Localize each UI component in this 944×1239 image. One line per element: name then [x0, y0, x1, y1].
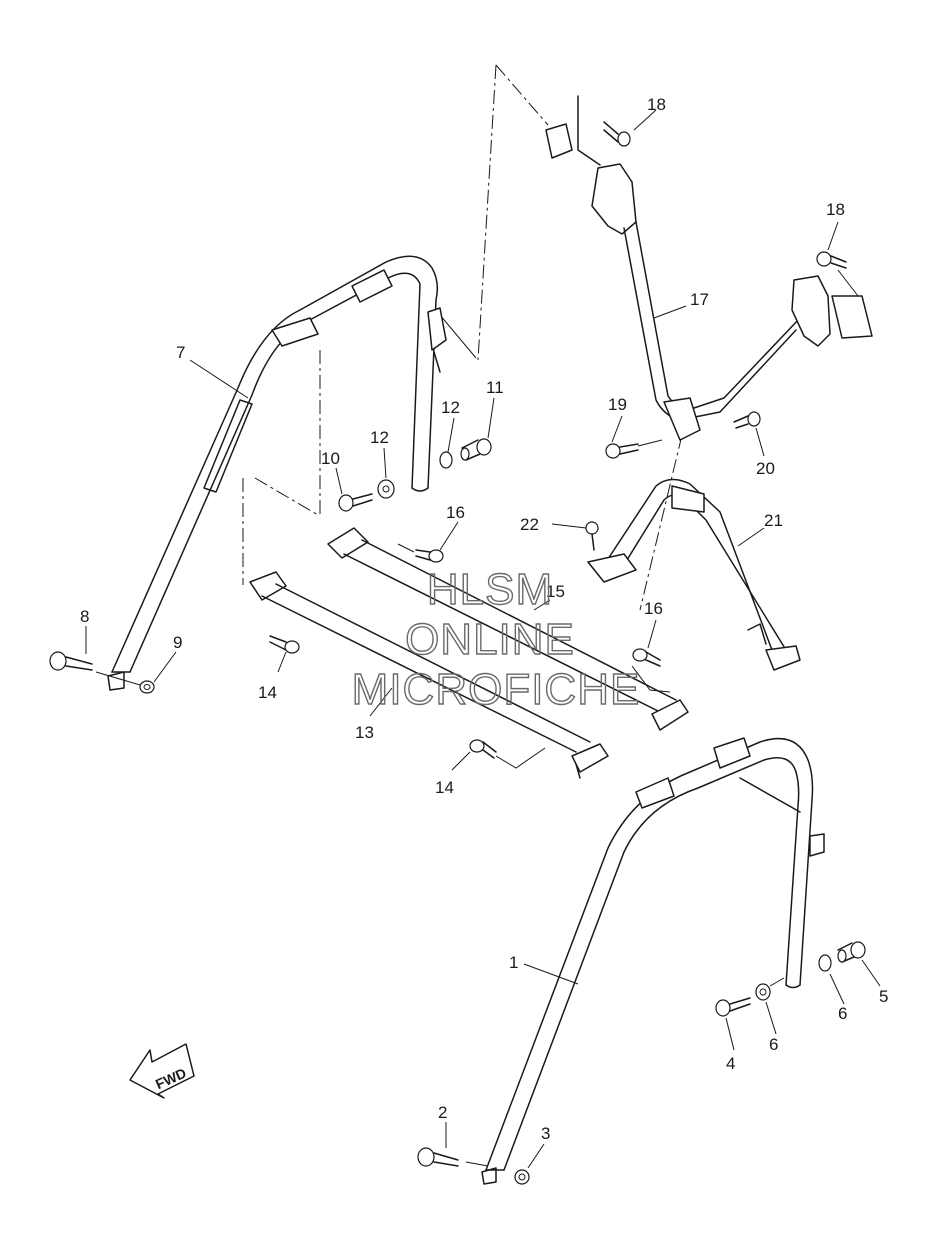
callout-8: 8 [80, 607, 89, 626]
callout-13: 13 [355, 723, 374, 742]
bolt-11[interactable] [460, 438, 492, 461]
bolt-14a[interactable] [269, 635, 300, 654]
callout-11: 11 [486, 378, 504, 397]
bolt-18a[interactable] [603, 121, 631, 147]
watermark-line3: MICROFICHE [352, 665, 641, 714]
callout-9: 9 [173, 633, 182, 652]
callout-3: 3 [541, 1124, 550, 1143]
callout-22: 22 [520, 515, 539, 534]
washer-6b[interactable] [818, 954, 832, 972]
washer-9[interactable] [139, 680, 155, 694]
callout-12b: 12 [441, 398, 460, 417]
collar-12a[interactable] [377, 479, 395, 499]
collar-6a[interactable] [755, 983, 771, 1001]
callout-20: 20 [756, 459, 775, 478]
bolt-8[interactable] [49, 651, 93, 671]
callout-14b: 14 [435, 778, 454, 797]
bolt-20[interactable] [733, 411, 761, 429]
callout-4: 4 [726, 1054, 735, 1073]
alignment-lines [242, 64, 683, 611]
bolt-5[interactable] [837, 941, 866, 963]
nut-3[interactable] [514, 1169, 530, 1185]
cross-bar-13[interactable] [249, 571, 609, 779]
callout-12a: 12 [370, 428, 389, 447]
callout-18a: 18 [647, 95, 666, 114]
watermark-line2: ONLINE [405, 615, 575, 664]
callout-2: 2 [438, 1103, 447, 1122]
leader-lines [85, 109, 881, 1169]
washer-12b[interactable] [439, 451, 453, 469]
callout-5: 5 [879, 987, 888, 1006]
callout-10: 10 [321, 449, 340, 468]
fwd-arrow-icon: FWD [129, 1043, 195, 1099]
callout-14a: 14 [258, 683, 277, 702]
bolt-2[interactable] [417, 1147, 459, 1167]
callout-1: 1 [509, 953, 518, 972]
callout-21: 21 [764, 511, 783, 530]
support-stay-21[interactable] [587, 478, 801, 671]
callout-6b: 6 [838, 1004, 847, 1023]
callout-15: 15 [546, 582, 565, 601]
bolt-22[interactable] [585, 521, 599, 551]
callout-19: 19 [608, 395, 627, 414]
callouts: 1 2 3 4 5 6 6 7 8 9 10 11 12 12 13 14 14… [80, 95, 888, 1143]
bolt-10[interactable] [338, 493, 373, 512]
watermark-line1: HLSM [427, 565, 553, 614]
callout-6a: 6 [769, 1035, 778, 1054]
bolt-19[interactable] [605, 443, 639, 459]
bracket-bar-17[interactable] [545, 95, 873, 441]
callout-16a: 16 [446, 503, 465, 522]
cross-bar-15[interactable] [327, 527, 689, 731]
callout-7: 7 [176, 343, 185, 362]
watermark: HLSM ONLINE MICROFICHE [351, 564, 641, 714]
bolt-4[interactable] [715, 997, 751, 1017]
callout-16b: 16 [644, 599, 663, 618]
front-roll-bar[interactable] [481, 737, 825, 1185]
bolt-18b[interactable] [816, 251, 847, 269]
rear-roll-bar[interactable] [107, 255, 447, 691]
bolt-16a[interactable] [397, 543, 444, 563]
bolt-16b[interactable] [632, 648, 661, 667]
bolt-14b[interactable] [469, 739, 546, 769]
callout-17: 17 [690, 290, 709, 309]
callout-18b: 18 [826, 200, 845, 219]
